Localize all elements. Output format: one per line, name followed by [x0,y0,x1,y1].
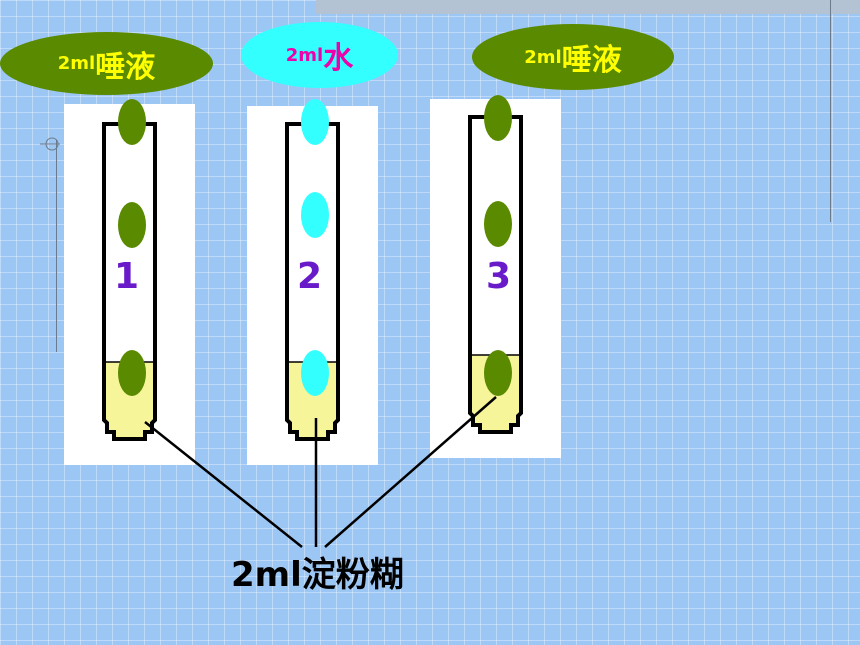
water-drop [301,192,329,238]
test-tube-2 [285,99,340,441]
tube-number-2: 2 [297,256,323,297]
saliva-drop [118,350,146,396]
reagent-name: 唾液 [95,49,156,85]
starch-paste-label: 2ml淀粉糊 [231,555,404,595]
saliva-drop [484,201,512,247]
crosshair-icon [40,137,60,151]
tube-number-3: 3 [486,256,512,297]
reagent-name: 唾液 [561,43,622,78]
test-tube-3 [468,95,523,434]
saliva-drop [118,202,146,248]
water-drop [301,99,329,145]
test-tube-1 [102,99,157,441]
saliva-drop [118,99,146,145]
top-bar [316,0,860,14]
pointer-line-1 [144,421,303,548]
pointer-line-3 [324,396,497,548]
volume-prefix: 2ml [285,44,324,66]
volume-prefix: 2ml [57,53,96,74]
saliva-drop [484,350,512,396]
water-drop [301,350,329,396]
tube-outline-1 [102,122,157,441]
tube-outline-2 [285,122,340,441]
volume-prefix: 2ml [524,46,562,68]
pointer-lines [144,396,497,548]
reagent-name: 水 [323,41,354,76]
guide-line-right [830,0,831,222]
guide-line-left [56,140,57,352]
saliva-drop [484,95,512,141]
tube-number-1: 1 [114,256,140,297]
